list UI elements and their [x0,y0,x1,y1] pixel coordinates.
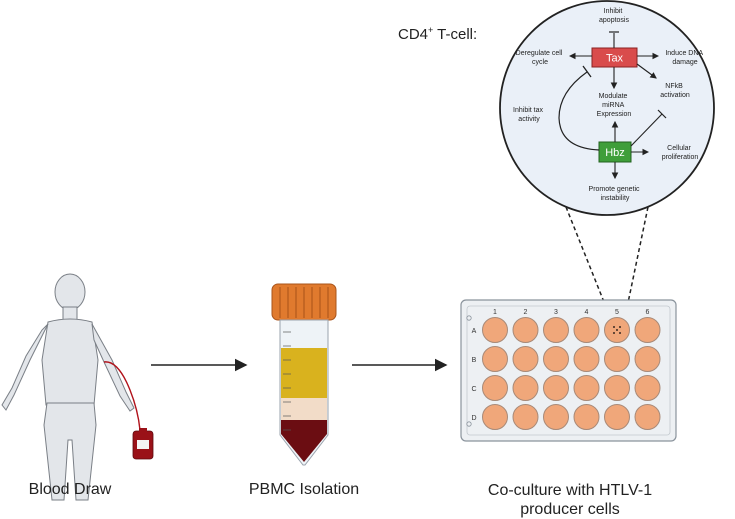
conical-tube-icon [271,283,337,466]
plate-well [482,346,508,372]
rbc-layer [281,420,327,462]
cell-dot [616,329,618,331]
plate-well [512,346,539,372]
cell-dot [619,332,621,334]
plasma-layer [281,348,327,398]
coculture-label-line1: Co-culture with HTLV-1 [487,482,653,499]
plate-well [634,346,661,372]
plate-well [543,404,569,430]
induce-dna-text: Induce DNA damage [665,50,704,66]
pbmc-layer [281,398,327,420]
plate-well [634,317,661,343]
plate-well [604,375,630,401]
human-figure [1,273,135,501]
plate-well [573,375,600,401]
inhibit-tax-text: Inhibit tax activity [513,107,545,123]
plate-well [512,375,539,401]
plate-well [543,375,569,401]
cell-circle [499,0,715,216]
deregulate-text: Deregulate cell cycle [516,50,565,66]
plate-well [573,346,600,372]
plate-column-label: 1 [493,309,497,316]
plate-column-label: 5 [615,309,619,316]
blood-tubing [103,361,141,431]
plate-well [482,317,508,343]
plate-well [482,404,508,430]
well-plate: 1 2 3 4 5 6 A B C D [460,299,677,442]
plate-well [512,317,539,343]
plate-well [573,404,600,430]
plate-row-label: D [471,415,476,422]
coculture-label: Co-culture with HTLV-1 producer cells [460,481,680,519]
cd4-cell-zoom: Tax Hbz Inhibit apoptosis Dere [499,0,715,216]
cell-dot [613,332,615,334]
blood-bag-icon [132,428,154,460]
genetic-text: Promote genetic instability [589,186,642,202]
plate-well [573,317,600,343]
plate-column-label: 6 [646,309,650,316]
plate-well [543,346,569,372]
plate-well [604,346,630,372]
plate-well [482,375,508,401]
hbz-label: Hbz [605,147,625,159]
coculture-label-line2: producer cells [520,501,620,518]
plate-row-label: A [472,328,477,335]
plate-well [634,375,661,401]
plate-column-label: 2 [524,309,528,316]
plate-well [512,404,539,430]
plate-row-label: B [472,357,477,364]
inhibit-apoptosis-text: Inhibit apoptosis [599,8,629,24]
nfkb-text: NFkB activation [660,83,690,99]
plate-well [634,404,661,430]
blood-draw-label: Blood Draw [28,481,112,498]
plate-column-label: 3 [554,309,558,316]
pbmc-isolation-label: PBMC Isolation [248,481,360,498]
cell-dot [613,326,615,328]
zoom-line-right [623,206,649,323]
tax-label: Tax [606,53,624,65]
cell-title: CD4+ T-cell: [398,25,478,43]
modulate-text: Modulate miRNA Expression [597,93,632,118]
proliferation-text: Cellular proliferation [662,145,699,161]
cell-dot [619,326,621,328]
plate-well [543,317,569,343]
plate-row-label: C [471,386,476,393]
plate-column-label: 4 [585,309,589,316]
plate-well [604,404,630,430]
